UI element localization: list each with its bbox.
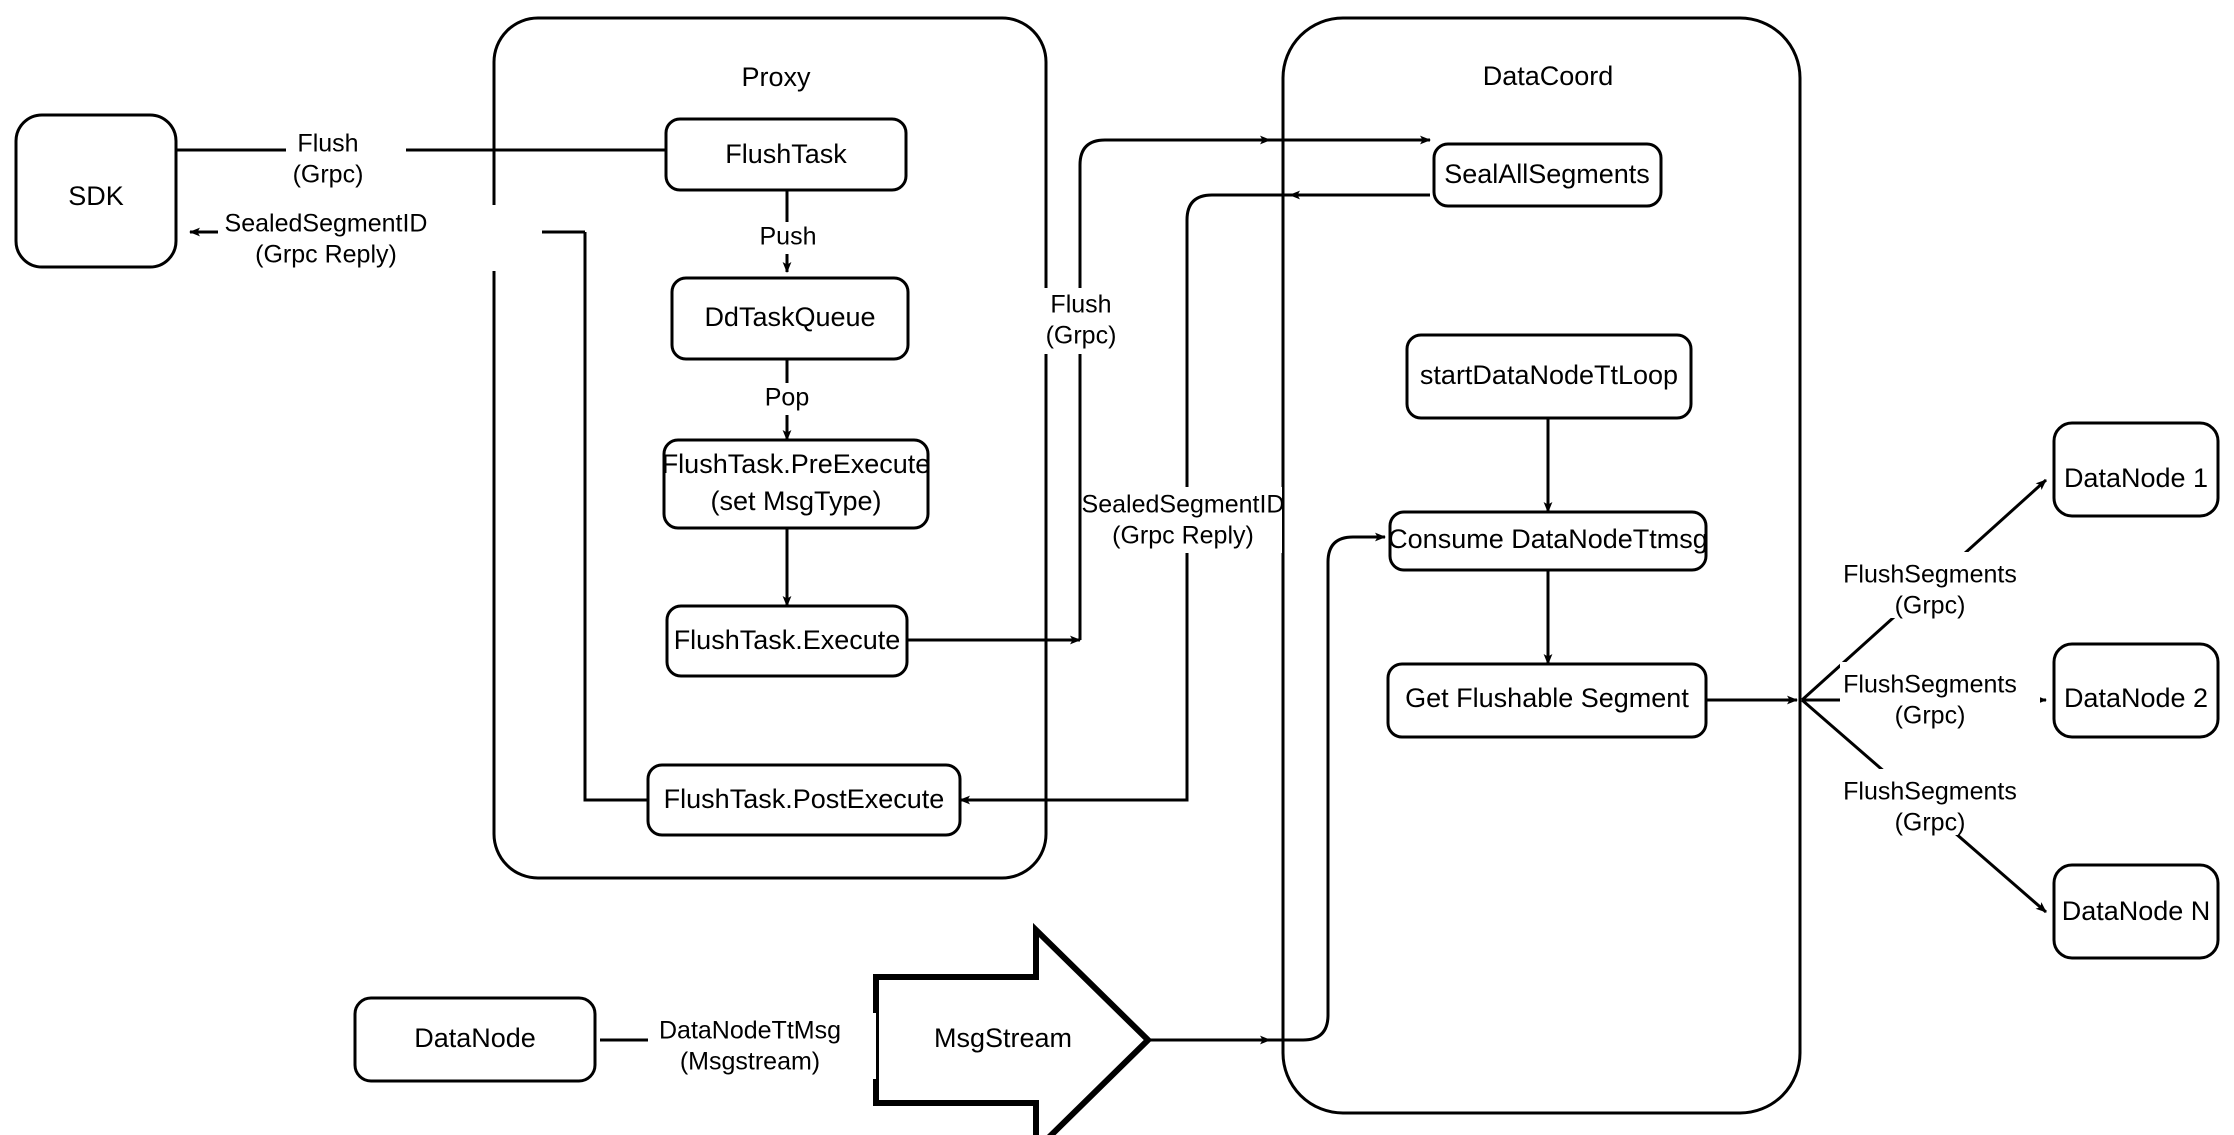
datanoden-box[interactable] [2052,863,2220,960]
edge-postexecute-to-sdk-path [583,232,648,802]
edge-label-push: Push [750,222,826,254]
execute-box[interactable] [665,604,909,678]
node-get-flushable-segment[interactable]: Get Flushable Segment [1386,662,1708,739]
label-push: Push [760,223,817,251]
edge-label-flushsegments-1: FlushSegments (Grpc) [1840,552,2040,620]
startdatanodettloop-box[interactable] [1405,333,1693,420]
get-flushable-segment-label: Get Flushable Segment [1405,683,1689,713]
sealallsegments-label: SealAllSegments [1444,159,1650,189]
edge-label-flushsegments-n: FlushSegments (Grpc) [1840,769,2040,837]
proxy-container-label: Proxy [741,62,811,92]
edge-label-sdk-sealed: SealedSegmentID (Grpc Reply) [218,205,542,271]
node-datanode-n[interactable]: DataNode N [2052,863,2220,960]
label-flushsegments1-line1: FlushSegments [1843,561,2017,589]
node-sdk[interactable]: SDK [14,113,178,269]
edge-label-proxy-to-datacoord-flush: Flush (Grpc) [1038,288,1154,354]
label-flushsegmentsn-line1: FlushSegments [1843,778,2017,806]
label-datacoord-sealed-line1: SealedSegmentID [1082,491,1285,519]
flushtask-box[interactable] [664,117,908,192]
label-datacoord-sealed-line2: (Grpc Reply) [1112,522,1254,550]
label-flushsegments1-line2: (Grpc) [1895,592,1966,620]
edge-label-pop: Pop [752,383,822,415]
get-flushable-segment-box[interactable] [1386,662,1708,739]
node-datanode-2[interactable]: DataNode 2 [2052,642,2220,739]
startdatanodettloop-label: startDataNodeTtLoop [1420,360,1678,390]
datanode2-box[interactable] [2052,642,2220,739]
sdk-label: SDK [68,181,124,211]
node-consume-datanodettmsg[interactable]: Consume DataNodeTtmsg [1388,510,1708,572]
ddtaskqueue-box[interactable] [670,276,910,361]
sdk-box[interactable] [14,113,178,269]
edge-datacoord-stream-to-consume [1270,532,1386,1042]
edge-label-datacoord-to-proxy-sealed: SealedSegmentID (Grpc Reply) [1082,487,1285,553]
flushtask-label: FlushTask [725,139,847,169]
edge-trunk-to-datacoord [1078,135,1271,640]
postexecute-box[interactable] [646,763,962,837]
msgstream-arrow-shape[interactable] [873,922,1153,1135]
container-datacoord: DataCoord [1281,16,1802,1115]
node-flushtask-postexecute[interactable]: FlushTask.PostExecute [646,763,962,837]
label-proxy-flush-line1: Flush [1050,291,1111,319]
label-flushsegments2-line1: FlushSegments [1843,671,2017,699]
label-pop: Pop [765,384,809,412]
label-sealedsegmentid-line1: SealedSegmentID [225,210,428,238]
node-msgstream[interactable]: MsgStream [873,922,1153,1135]
edge-label-sdk-flush: Flush (Grpc) [286,126,406,192]
label-sealedsegmentid-line2: (Grpc Reply) [255,241,397,269]
datanoden-label: DataNode N [2062,896,2211,926]
node-flushtask[interactable]: FlushTask [664,117,908,192]
datanode2-label: DataNode 2 [2064,683,2208,713]
node-flushtask-preexecute[interactable]: FlushTask.PreExecute (set MsgType) [662,438,931,530]
container-proxy: Proxy [492,16,1048,880]
sealallsegments-box[interactable] [1432,142,1663,208]
edge-datacoord-reply-to-postexecute [959,193,1290,805]
proxy-container-boundary [492,16,1048,880]
preexecute-label-line1: FlushTask.PreExecute [662,449,931,479]
execute-label: FlushTask.Execute [674,625,901,655]
node-flushtask-execute[interactable]: FlushTask.Execute [665,604,909,678]
node-sealallsegments[interactable]: SealAllSegments [1432,142,1663,208]
label-flush-grpc-line1: Flush [297,130,358,158]
datanode1-box[interactable] [2052,421,2220,518]
label-flushsegmentsn-line2: (Grpc) [1895,809,1966,837]
label-flush-grpc-line2: (Grpc) [293,161,364,189]
consume-datanodettmsg-box[interactable] [1388,510,1708,572]
msgstream-label: MsgStream [934,1023,1072,1053]
datacoord-container-boundary [1281,16,1802,1115]
node-startdatanodettloop[interactable]: startDataNodeTtLoop [1405,333,1693,420]
label-proxy-flush-line2: (Grpc) [1046,322,1117,350]
preexecute-label-line2: (set MsgType) [710,486,881,516]
datanode-bottom-label: DataNode [414,1023,536,1053]
label-datanodettmsg-line1: DataNodeTtMsg [659,1017,841,1045]
preexecute-box[interactable] [662,438,930,530]
node-datanode-1[interactable]: DataNode 1 [2052,421,2220,518]
datacoord-container-label: DataCoord [1483,61,1614,91]
datanode1-label: DataNode 1 [2064,463,2208,493]
postexecute-label: FlushTask.PostExecute [664,784,945,814]
label-flushsegments2-line2: (Grpc) [1895,702,1966,730]
consume-datanodettmsg-label: Consume DataNodeTtmsg [1388,524,1708,554]
edge-label-datanodettmsg: DataNodeTtMsg (Msgstream) [648,1013,876,1079]
node-ddtaskqueue[interactable]: DdTaskQueue [670,276,910,361]
edge-label-flushsegments-2: FlushSegments (Grpc) [1840,662,2040,730]
datanode-bottom-box[interactable] [353,996,597,1083]
ddtaskqueue-label: DdTaskQueue [704,302,875,332]
label-datanodettmsg-line2: (Msgstream) [680,1048,820,1076]
node-datanode-bottom[interactable]: DataNode [353,996,597,1083]
